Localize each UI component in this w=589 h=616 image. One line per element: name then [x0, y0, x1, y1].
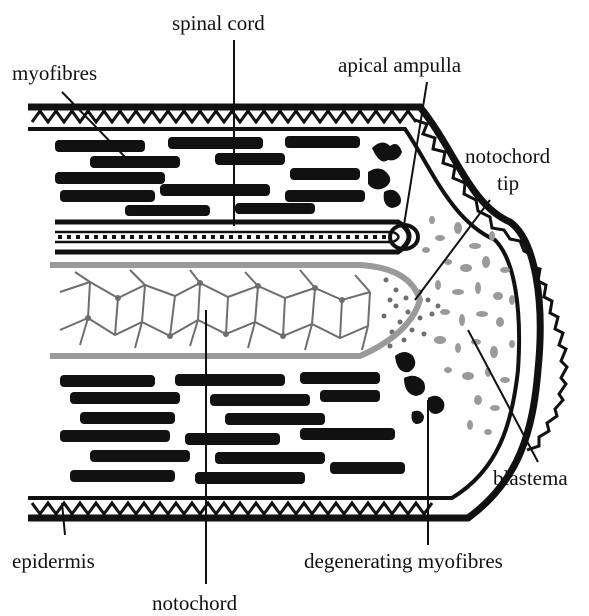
label-epidermis: epidermis — [12, 549, 95, 573]
epidermis-zigzag-bottom — [32, 503, 432, 514]
label-spinal-cord: spinal cord — [172, 11, 265, 35]
label-notochord: notochord — [152, 591, 238, 615]
myofibres-lower — [60, 372, 405, 484]
notochord-cell-network — [60, 270, 370, 350]
myofibres-upper — [55, 136, 365, 216]
label-apical-ampulla: apical ampulla — [338, 53, 462, 77]
label-degenerating-myofibres: degenerating myofibres — [304, 549, 503, 573]
spinal-cord — [55, 222, 409, 252]
leader-lines — [62, 40, 538, 584]
label-blastema: blastema — [493, 466, 568, 490]
notochord-structure — [50, 265, 420, 356]
leader-apical-ampulla — [404, 82, 427, 225]
label-notochord-tip-line2: tip — [497, 171, 519, 195]
degenerating-myofibres-upper — [368, 142, 402, 208]
label-notochord-tip-line1: notochord — [465, 144, 551, 168]
degenerating-myofibres-lower — [395, 352, 444, 424]
label-myofibres: myofibres — [12, 61, 97, 85]
